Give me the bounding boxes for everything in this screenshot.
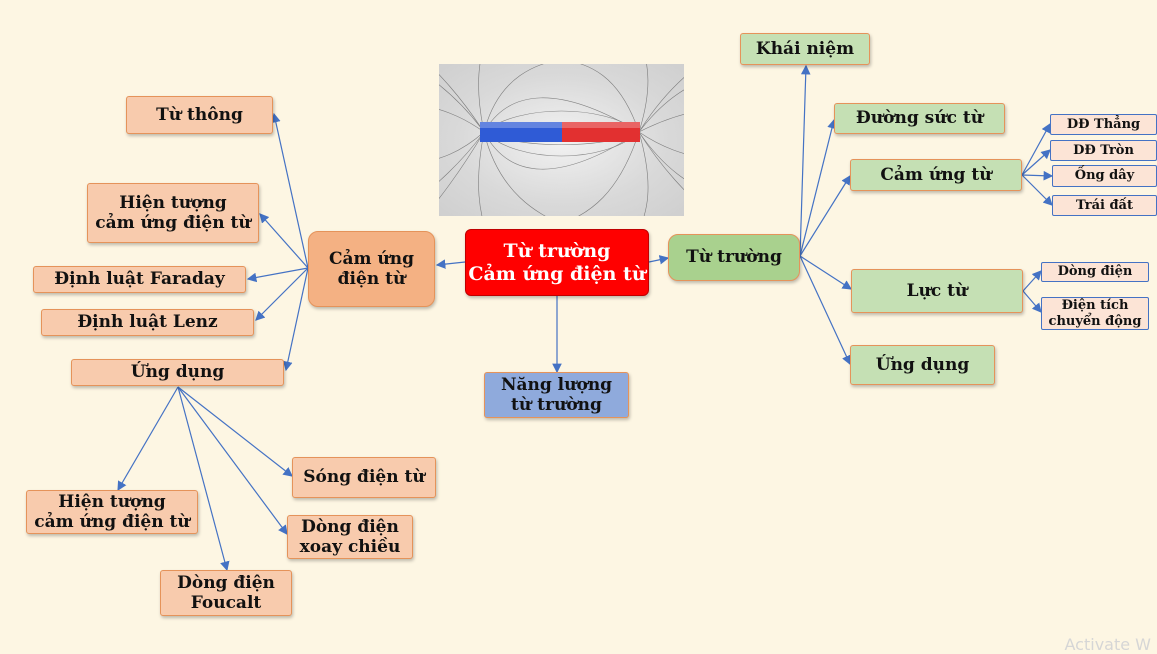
induction-applications-node[interactable]: Ứng dụng bbox=[71, 359, 284, 386]
magnetic-induction-node[interactable]: Cảm ứng từ bbox=[850, 159, 1022, 191]
activation-watermark: Activate W bbox=[1064, 635, 1151, 654]
foucault-current-node[interactable]: Dòng điện Foucalt bbox=[160, 570, 292, 616]
electromagnetic-wave-node[interactable]: Sóng điện từ bbox=[292, 457, 436, 498]
alternating-current-node[interactable]: Dòng điện xoay chiều bbox=[287, 515, 413, 559]
induction-phenomenon-node[interactable]: Hiện tượng cảm ứng điện từ bbox=[87, 183, 259, 243]
magnetic-flux-node[interactable]: Từ thông bbox=[126, 96, 273, 134]
lenz-law-node[interactable]: Định luật Lenz bbox=[41, 309, 254, 336]
current-force-node[interactable]: Dòng điện bbox=[1041, 262, 1149, 282]
concept-node[interactable]: Khái niệm bbox=[740, 33, 870, 65]
central-topic-label: Từ trường Cảm ứng điện từ bbox=[468, 239, 646, 285]
circular-loop-node[interactable]: DĐ Tròn bbox=[1050, 140, 1157, 161]
magnetic-force-node[interactable]: Lực từ bbox=[851, 269, 1023, 313]
moving-charge-node[interactable]: Điện tích chuyển động bbox=[1041, 297, 1149, 330]
solenoid-node[interactable]: Ống dây bbox=[1052, 165, 1157, 187]
faraday-law-node[interactable]: Định luật Faraday bbox=[33, 266, 246, 293]
bar-magnet-image bbox=[439, 64, 684, 216]
electromagnetic-induction-node[interactable]: Cảm ứng điện từ bbox=[308, 231, 435, 307]
magnetic-field-node[interactable]: Từ trường bbox=[668, 234, 800, 281]
app-induction-phenomenon-node[interactable]: Hiện tượng cảm ứng điện từ bbox=[26, 490, 198, 534]
field-applications-node[interactable]: Ứng dụng bbox=[850, 345, 995, 385]
field-lines-node[interactable]: Đường sức từ bbox=[834, 103, 1005, 134]
earth-node[interactable]: Trái đất bbox=[1052, 195, 1157, 216]
straight-wire-node[interactable]: DĐ Thẳng bbox=[1050, 114, 1157, 135]
central-topic-node[interactable]: Từ trường Cảm ứng điện từ bbox=[465, 229, 649, 296]
magnetic-energy-node[interactable]: Năng lượng từ trường bbox=[484, 372, 629, 418]
